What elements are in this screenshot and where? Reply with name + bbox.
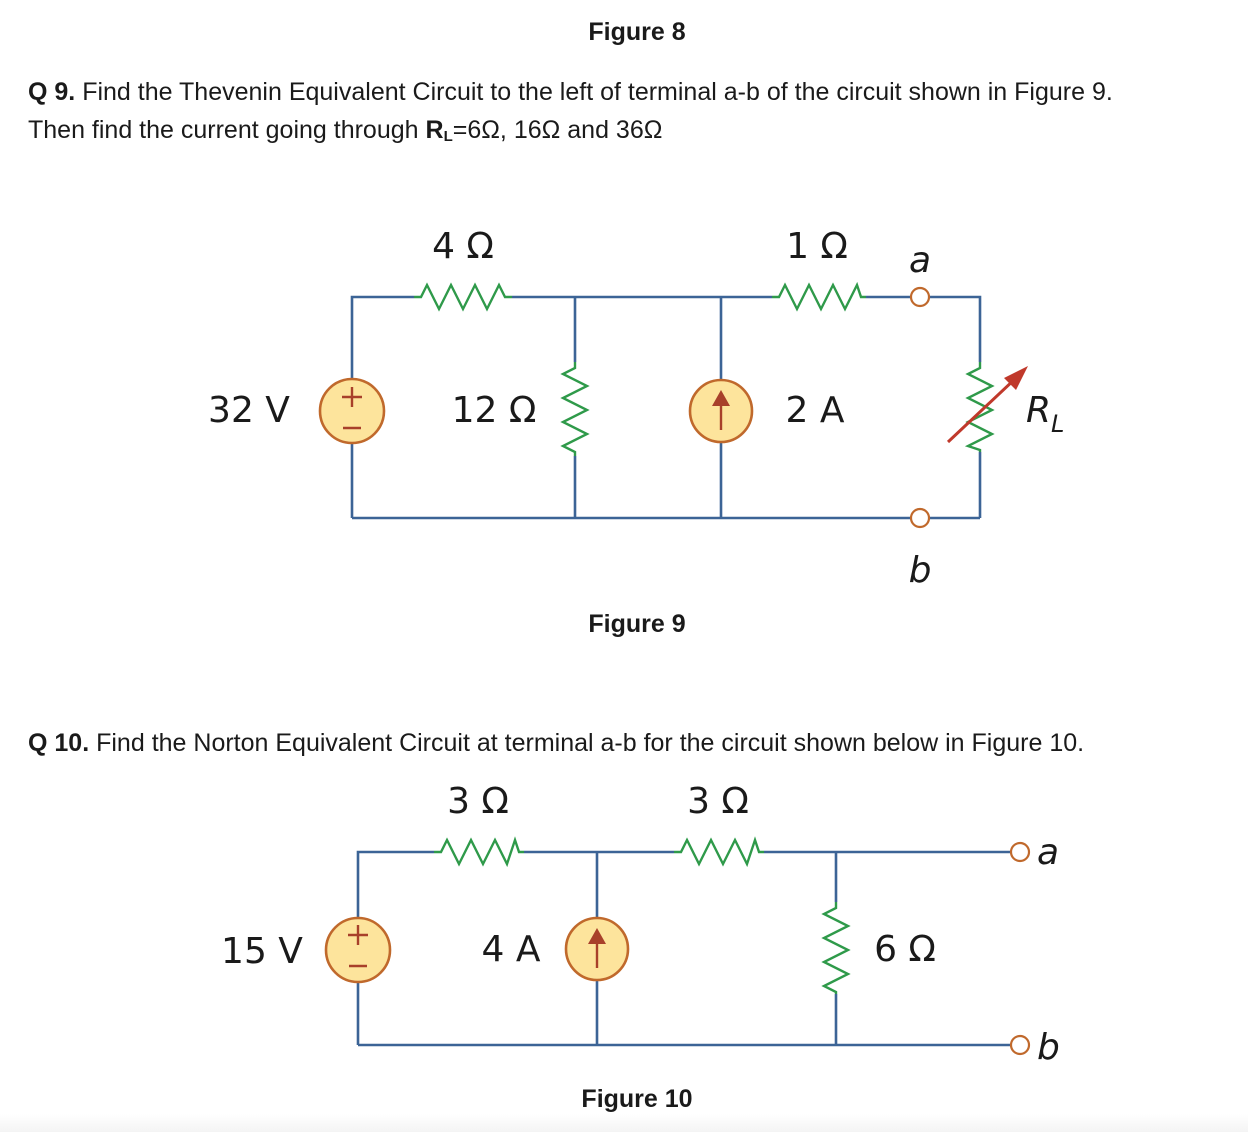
terminal-a-node — [909, 286, 931, 308]
question-9-line-1: Q 9. Find the Thevenin Equivalent Circui… — [28, 73, 1113, 111]
label-12-ohm: 12 Ω — [452, 390, 537, 431]
resistor-12-ohm — [560, 362, 590, 456]
question-9-number: Q 9. — [28, 78, 76, 106]
resistor-6-ohm — [821, 902, 851, 994]
terminal-b-node-fig10 — [1009, 1034, 1031, 1056]
question-9-line-2: Then find the current going through RL=6… — [28, 111, 1113, 153]
resistor-3-ohm-right — [674, 836, 764, 868]
label-terminal-a: a — [909, 240, 931, 281]
label-terminal-b-fig10: b — [1037, 1027, 1060, 1068]
current-source-4a — [564, 916, 630, 982]
current-source-2a — [688, 378, 754, 444]
label-rl: RL — [1026, 390, 1064, 438]
resistor-load — [964, 362, 995, 452]
figure-10-caption: Figure 10 — [581, 1085, 693, 1113]
voltage-source-32v — [318, 377, 386, 445]
figure-9-wires — [350, 295, 982, 520]
label-4-ohm: 4 Ω — [432, 226, 494, 267]
figure-10-wires — [356, 850, 1011, 1047]
figure-8-caption: Figure 8 — [588, 18, 686, 46]
page-bottom-shade — [0, 1114, 1248, 1132]
label-6-ohm: 6 Ω — [874, 929, 936, 970]
label-3-ohm-right: 3 Ω — [687, 781, 749, 822]
question-9-rl: RL — [425, 116, 453, 145]
label-4a: 4 A — [482, 929, 541, 970]
label-terminal-a-fig10: a — [1037, 832, 1059, 873]
terminal-b-node — [909, 507, 931, 529]
question-9: Q 9. Find the Thevenin Equivalent Circui… — [28, 73, 1113, 153]
resistor-4-ohm — [414, 282, 512, 312]
question-9-prefix: Then find the current going through — [28, 116, 426, 144]
question-9-suffix: =6Ω, 16Ω and 36Ω — [452, 116, 663, 144]
question-10-text: Find the Norton Equivalent Circuit at te… — [96, 729, 1085, 757]
label-15v: 15 V — [221, 931, 303, 972]
resistor-3-ohm-left — [434, 836, 524, 868]
question-10: Q 10. Find the Norton Equivalent Circuit… — [28, 724, 1084, 762]
label-2a: 2 A — [786, 390, 845, 431]
figure-9-caption: Figure 9 — [588, 610, 686, 638]
resistor-1-ohm — [772, 281, 866, 312]
voltage-source-15v — [324, 916, 392, 984]
label-32v: 32 V — [208, 390, 290, 431]
label-3-ohm-left: 3 Ω — [447, 781, 509, 822]
variable-resistor-arrow — [946, 366, 1028, 444]
question-9-text: Find the Thevenin Equivalent Circuit to … — [82, 78, 1113, 106]
label-1-ohm: 1 Ω — [786, 226, 848, 267]
terminal-a-node-fig10 — [1009, 841, 1031, 863]
question-10-number: Q 10. — [28, 729, 90, 757]
label-terminal-b: b — [909, 550, 932, 591]
